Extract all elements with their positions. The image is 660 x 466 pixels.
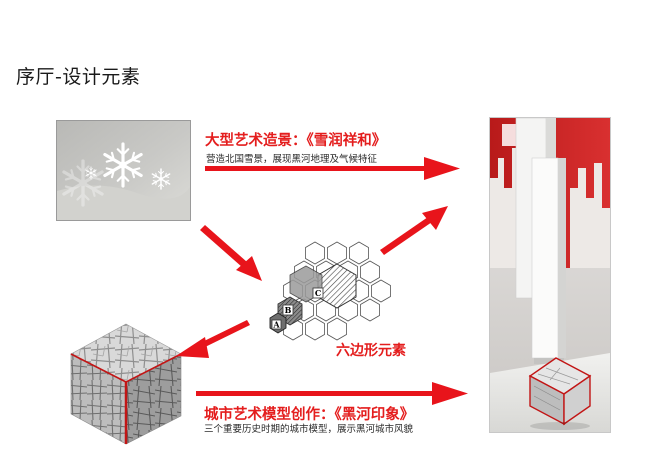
grid-hexagon bbox=[371, 279, 391, 303]
arrow-hexagon-to-cube bbox=[176, 320, 250, 358]
hexagon-illustration: C B A bbox=[269, 241, 391, 341]
grid-hexagon bbox=[360, 260, 380, 284]
arrow-to-hexagon bbox=[200, 225, 262, 281]
bottom-feature-title: 城市艺术模型创作：《黑河印象》 bbox=[204, 407, 415, 423]
hexagon-label: 六边形元素 bbox=[336, 343, 406, 359]
grid-hexagon bbox=[327, 317, 347, 341]
snowflake-thumbnail bbox=[57, 121, 190, 220]
hexagon-diagram: C B A bbox=[262, 238, 392, 348]
grid-hexagon bbox=[349, 241, 369, 265]
exhibition-render: 黑河 bbox=[490, 118, 610, 432]
bottom-feature-subtitle: 三个重要历史时期的城市模型，展示黑河城市风貌 bbox=[204, 424, 414, 435]
snowflake-illustration bbox=[57, 121, 190, 220]
hex-letter-a: A bbox=[272, 320, 280, 330]
hall-render-illustration: 黑河 bbox=[490, 118, 610, 432]
page-title: 序厅-设计元素 bbox=[16, 66, 141, 88]
arrow-top-right bbox=[205, 157, 460, 180]
arrow-hexagon-to-render bbox=[380, 206, 448, 255]
hex-letter-c: C bbox=[315, 288, 321, 298]
grid-hexagon bbox=[305, 241, 325, 265]
top-feature-subtitle: 营造北国雪景，展现黑河地理及气候特征 bbox=[206, 154, 378, 165]
arrow-bottom-right bbox=[196, 382, 468, 405]
grid-hexagon bbox=[305, 317, 325, 341]
hex-letter-b: B bbox=[285, 305, 292, 315]
cube-illustration bbox=[70, 323, 182, 445]
city-cube-model bbox=[67, 320, 185, 448]
grid-hexagon bbox=[360, 298, 380, 322]
top-feature-title: 大型艺术造景：《雪润祥和》 bbox=[205, 133, 387, 149]
